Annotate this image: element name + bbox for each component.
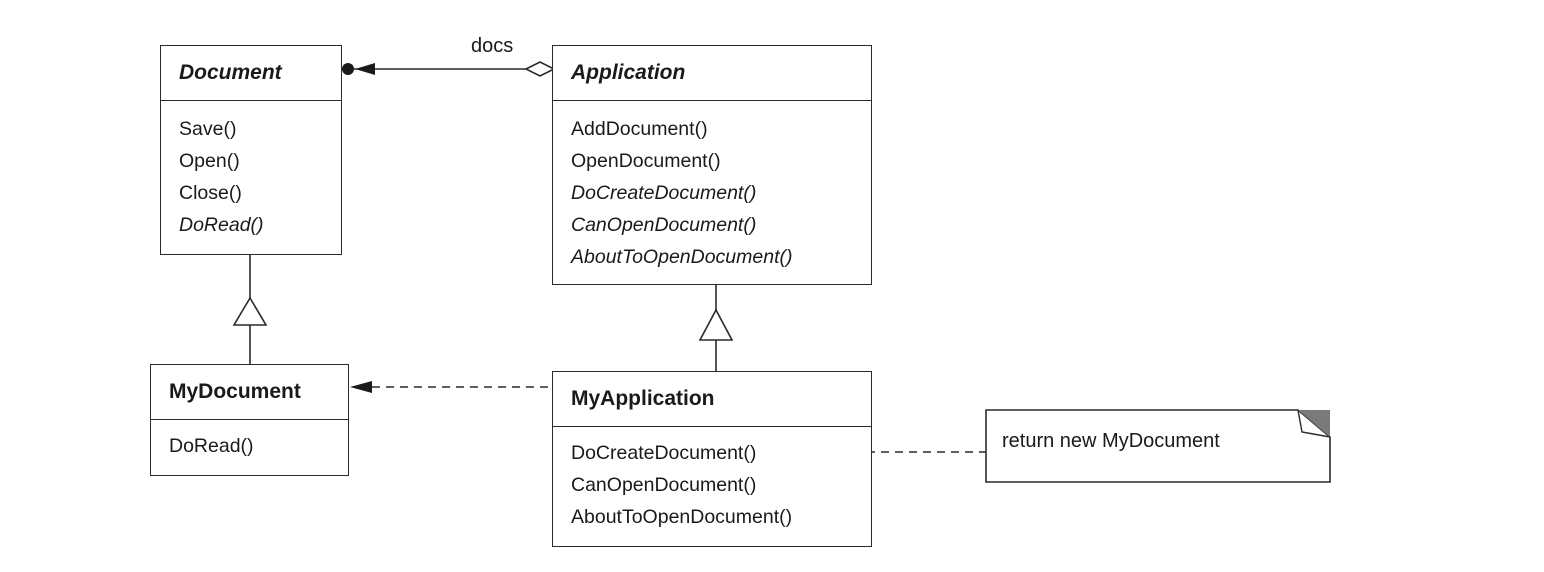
myapplication-inheritance — [698, 285, 734, 371]
class-application-operations: AddDocument() OpenDocument() DoCreateDoc… — [553, 101, 871, 273]
operation: AboutToOpenDocument() — [571, 246, 793, 268]
operation: Save() — [179, 118, 237, 140]
class-myapplication[interactable]: MyApplication DoCreateDocument() CanOpen… — [552, 371, 872, 547]
operation: DoRead() — [169, 435, 254, 457]
note-text: return new MyDocument — [1002, 430, 1220, 452]
operation: OpenDocument() — [571, 150, 721, 172]
mydocument-inheritance — [232, 255, 268, 364]
class-myapplication-operations: DoCreateDocument() CanOpenDocument() Abo… — [553, 427, 871, 533]
operation: AddDocument() — [571, 118, 708, 140]
class-mydocument[interactable]: MyDocument DoRead() — [150, 364, 349, 476]
creates-dependency — [350, 381, 552, 393]
dependency-arrowhead — [350, 381, 372, 393]
association-label: docs — [471, 35, 514, 57]
aggregation-diamond — [524, 61, 556, 77]
operation: CanOpenDocument() — [571, 214, 757, 236]
association-arrowhead — [355, 63, 375, 75]
operation: DoCreateDocument() — [571, 442, 757, 464]
implementation-note: return new MyDocument — [986, 410, 1286, 482]
class-document-name: Document — [161, 46, 341, 101]
operation: Close() — [179, 182, 242, 204]
operation: Open() — [179, 150, 240, 172]
docs-association — [342, 61, 556, 77]
multiplicity-dot — [342, 63, 354, 75]
operation: AboutToOpenDocument() — [571, 506, 793, 528]
operation: CanOpenDocument() — [571, 474, 757, 496]
class-application[interactable]: Application AddDocument() OpenDocument()… — [552, 45, 872, 285]
class-mydocument-operations: DoRead() — [151, 420, 348, 462]
class-application-name: Application — [553, 46, 871, 101]
class-myapplication-name: MyApplication — [553, 372, 871, 427]
operation: DoCreateDocument() — [571, 182, 757, 204]
note-corner-shade — [1298, 410, 1330, 437]
inheritance-triangle — [232, 296, 268, 326]
class-mydocument-name: MyDocument — [151, 365, 348, 420]
class-document[interactable]: Document Save() Open() Close() DoRead() — [160, 45, 342, 255]
implementation-note-shape — [985, 409, 1331, 483]
operation: DoRead() — [179, 214, 264, 236]
class-document-operations: Save() Open() Close() DoRead() — [161, 101, 341, 241]
inheritance-triangle — [698, 308, 734, 341]
note-fold — [1297, 409, 1331, 438]
